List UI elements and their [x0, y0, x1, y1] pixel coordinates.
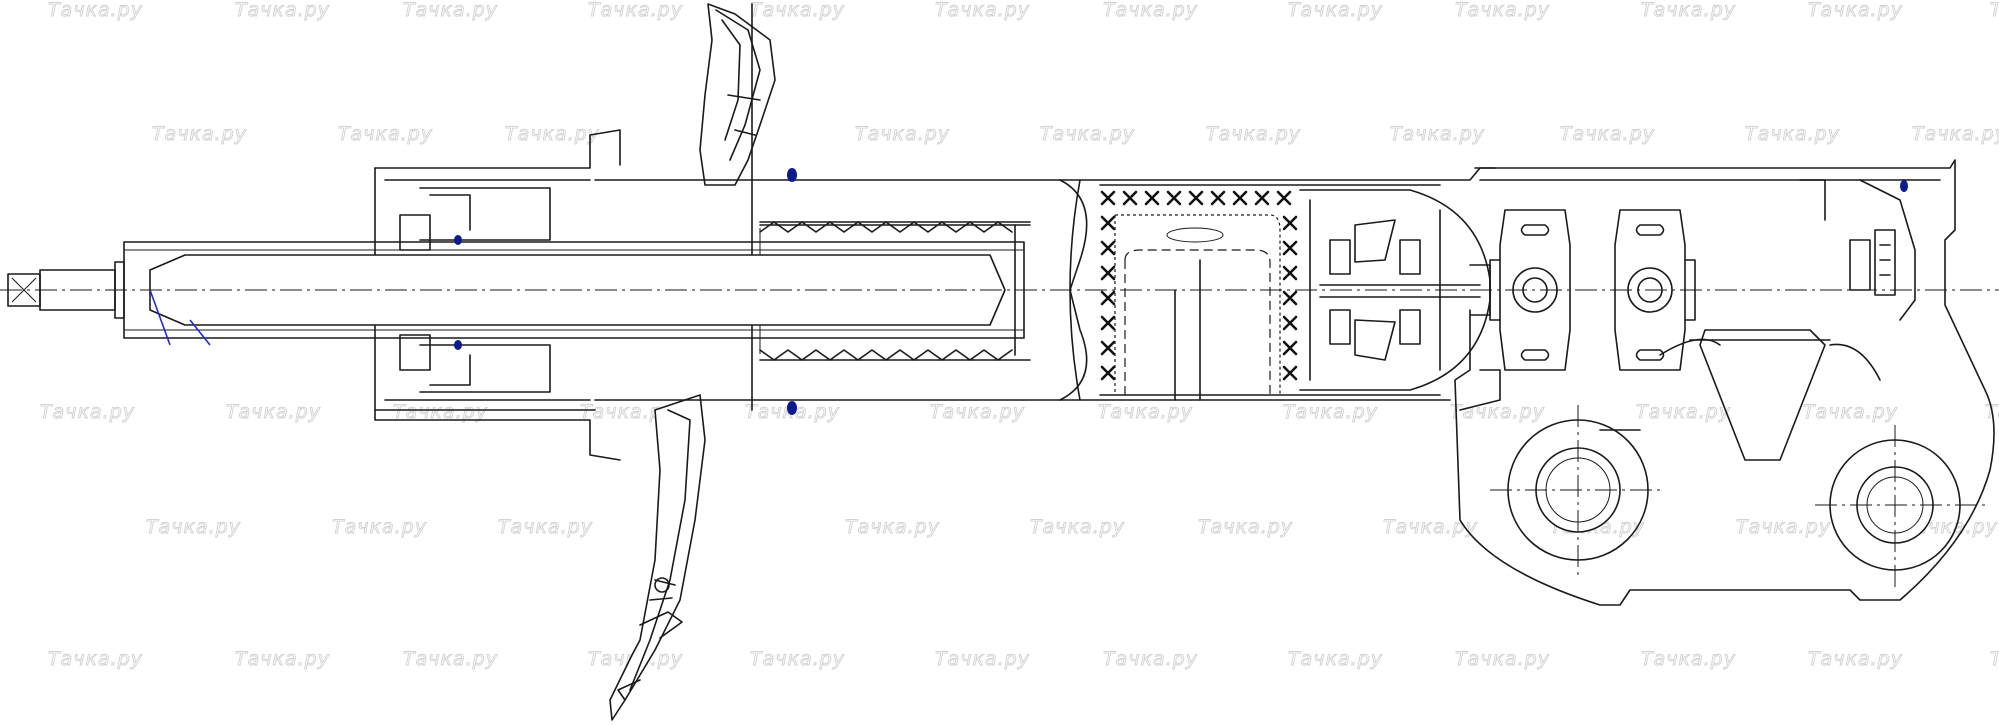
watermark-text: Тачка.ру [1040, 123, 1135, 145]
watermark-text: Тачка.ру [1288, 648, 1383, 670]
weld-x-mark [1100, 190, 1116, 206]
watermark-text: Тачка.ру [235, 648, 330, 670]
weld-x-mark [1144, 190, 1160, 206]
watermark-text: Тачка.ру [750, 648, 845, 670]
cylinder-body [594, 3, 1088, 411]
watermark-text: Тачка.ру [1808, 0, 1903, 21]
watermark-text: Тачка.ру [1103, 0, 1198, 21]
watermark-text: Тачка.ру [1103, 648, 1198, 670]
watermark-text: Тачка.ру [393, 401, 488, 423]
watermark-text: Тачка.ру [750, 0, 845, 21]
knuckle-bracket [1454, 159, 1995, 606]
watermark-text: Тачка.ру [1455, 648, 1550, 670]
watermark-text: Тачка.ру [152, 123, 247, 145]
weld-x-mark [1282, 240, 1298, 256]
watermark-text: Тачка.ру [48, 0, 143, 21]
watermark-text: Тачка.ру [580, 401, 675, 423]
watermark-text: Тачка.ру [1745, 123, 1840, 145]
weld-x-mark [1232, 190, 1248, 206]
watermark-text: Тачка.ру [1803, 401, 1898, 423]
watermark-text: Тачка.ру [1808, 648, 1903, 670]
watermark-text: Тачка.ру [1098, 401, 1193, 423]
weld-x-mark [1188, 190, 1204, 206]
weld-x-mark [1282, 290, 1298, 306]
watermark-text: Тачка.ру [235, 0, 330, 21]
watermark-text: Тачка.ру [332, 516, 427, 538]
watermark-text: Тачка.ру [1283, 401, 1378, 423]
watermark-text: Тачка.ру [1383, 516, 1478, 538]
weld-x-mark [1276, 190, 1292, 206]
watermark-text: Тачка.ру [935, 0, 1030, 21]
watermark-text: Тачка.ру [1455, 0, 1550, 21]
watermark-text: Тачка.ру [40, 401, 135, 423]
weld-x-mark [1100, 215, 1116, 231]
watermark-text: Тачка.ру [588, 0, 683, 21]
spring-seat-plate [609, 3, 776, 721]
weld-x-mark [1100, 365, 1116, 381]
weld-x-mark [1254, 190, 1270, 206]
weld-x-mark [1122, 190, 1138, 206]
watermark-text: Тачка.ру [403, 648, 498, 670]
watermark-text: Тачка.ру [1641, 0, 1736, 21]
watermark-text: Тачка.ру [1636, 401, 1731, 423]
watermark-text: Тачка.ру [403, 0, 498, 21]
watermark-text: Тачка.ру [930, 401, 1025, 423]
watermark-text: Тачка.ру [1030, 516, 1125, 538]
watermark-text: Тачка.ру [935, 648, 1030, 670]
seal-markers [454, 168, 797, 415]
weld-x-mark [1100, 290, 1116, 306]
weld-x-mark [1282, 340, 1298, 356]
watermark-text: Тачка.ру [1198, 516, 1293, 538]
weld-x-mark [1210, 190, 1226, 206]
watermark-text: Тачка.ру [1912, 123, 1999, 145]
weld-x-mark [1282, 365, 1298, 381]
watermark-text: Тачка.ру [845, 516, 940, 538]
watermark-text: Тачка.ру [338, 123, 433, 145]
bump-stop [759, 221, 1031, 361]
watermark-text: Тачка.ру [1641, 648, 1736, 670]
weld-x-mark [1100, 265, 1116, 281]
watermark-text: Тачка.ру [855, 123, 950, 145]
watermark-text: Тачка.ру [146, 516, 241, 538]
inner-chamber [1114, 214, 1281, 401]
weld-x-mark [1282, 215, 1298, 231]
weld-marks [1100, 190, 1298, 381]
weld-x-mark [1282, 265, 1298, 281]
watermark-text: Тачка.ру [1560, 123, 1655, 145]
watermark-text: Тачка.ру [48, 648, 143, 670]
watermark-text: Тачка.ру [505, 123, 600, 145]
weld-x-mark [1100, 340, 1116, 356]
piston-rod [7, 241, 1025, 346]
watermark-text: Тачка.ру [498, 516, 593, 538]
watermark-text: Тачка.ру [1390, 123, 1485, 145]
weld-x-mark [1166, 190, 1182, 206]
weld-x-mark [1100, 240, 1116, 256]
watermark-text: Тачка.ру [1736, 516, 1831, 538]
watermark-text: Тачка.ру [1450, 401, 1545, 423]
watermark-text: Тачка.ру [1990, 648, 1999, 670]
weld-x-mark [1100, 315, 1116, 331]
watermark-text: Тачка.ру [1288, 0, 1383, 21]
lower-bolt-holes [1490, 405, 1985, 590]
watermark-text: Тачка.ру [226, 401, 321, 423]
watermark-text: Тачка.ру [1990, 0, 1999, 21]
top-mount-housing [374, 129, 621, 461]
weld-x-mark [1282, 315, 1298, 331]
watermark-text: Тачка.ру [1206, 123, 1301, 145]
